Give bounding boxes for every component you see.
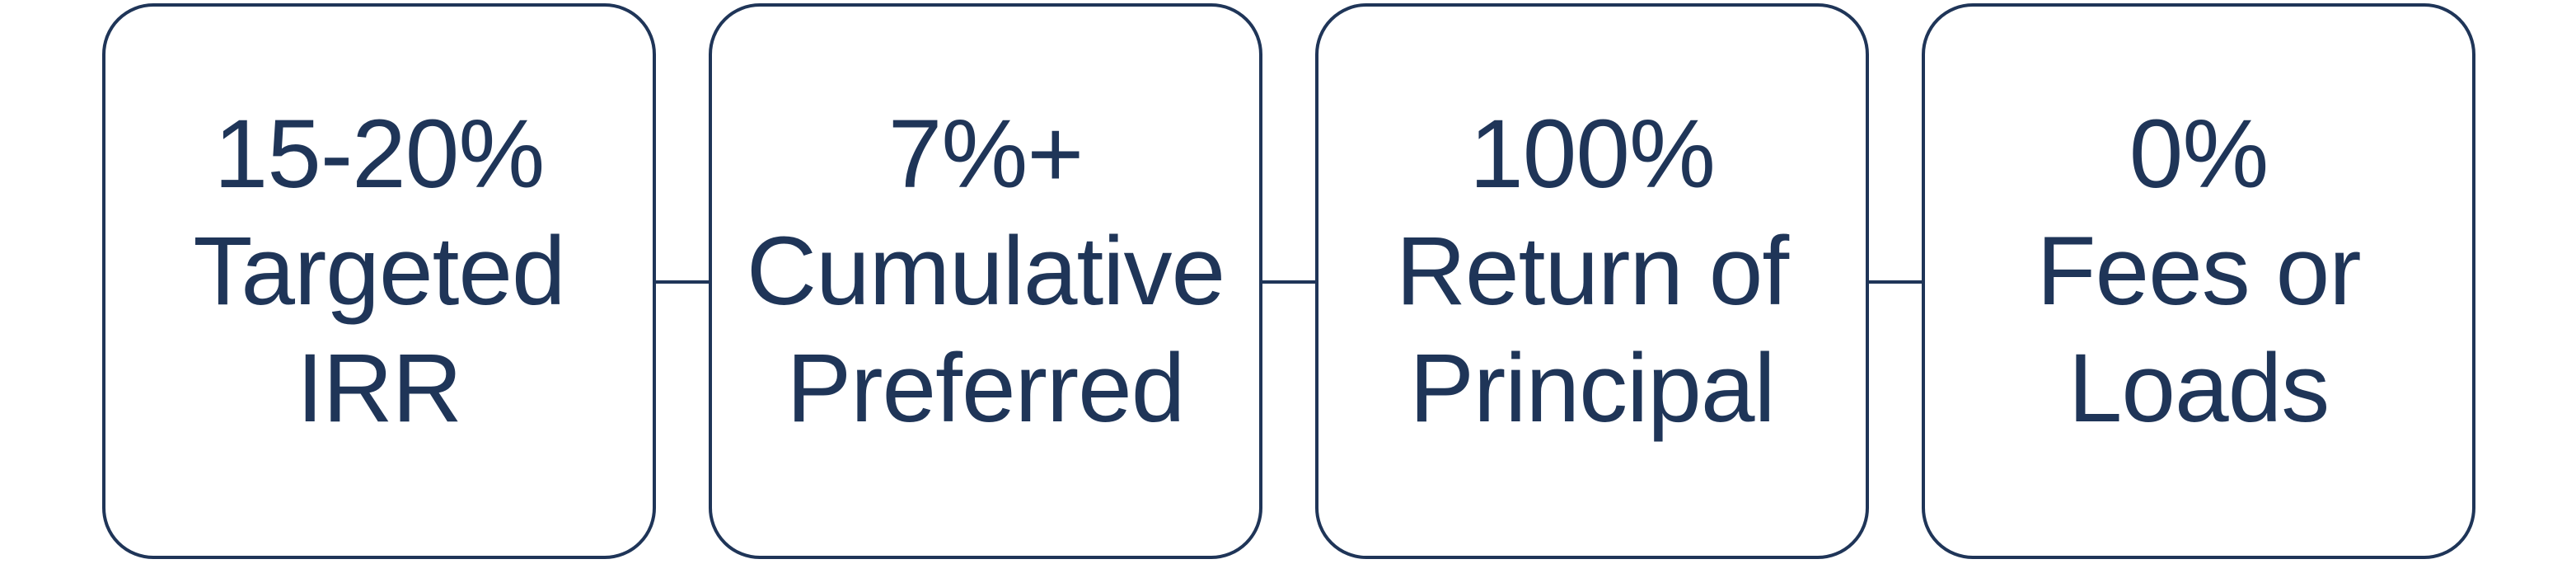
feature-card-fees-or-loads: 0% Fees or Loads [1922, 3, 2475, 559]
connector-line [1262, 280, 1315, 284]
card-1-headline: 15-20% [213, 100, 546, 209]
connector-line [656, 280, 709, 284]
card-3-label-line-2: Principal [1409, 334, 1776, 443]
card-4-label-line-2: Loads [2068, 334, 2330, 443]
card-2-label-line-1: Cumulative [746, 217, 1225, 326]
feature-card-cumulative-preferred: 7%+ Cumulative Preferred [709, 3, 1262, 559]
card-2-label-line-2: Preferred [786, 334, 1186, 443]
card-3-label-line-1: Return of [1395, 217, 1789, 326]
card-4-label-line-1: Fees or [2036, 217, 2361, 326]
card-1-label-line-2: IRR [296, 334, 462, 443]
card-4-headline: 0% [2129, 100, 2269, 209]
connector-line [1869, 280, 1922, 284]
card-3-headline: 100% [1469, 100, 1716, 209]
feature-card-return-of-principal: 100% Return of Principal [1315, 3, 1869, 559]
card-1-label-line-1: Targeted [193, 217, 565, 326]
feature-card-targeted-irr: 15-20% Targeted IRR [102, 3, 656, 559]
card-2-headline: 7%+ [888, 100, 1084, 209]
